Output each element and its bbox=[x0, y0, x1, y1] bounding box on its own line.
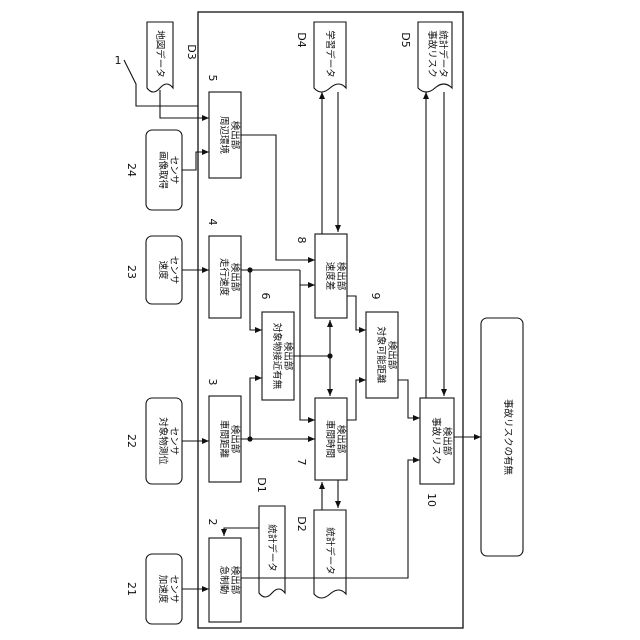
data-store-d2: 統計データ bbox=[314, 510, 346, 598]
output-label: 事故リスクの有無 bbox=[502, 399, 514, 476]
unit-2-ref: 2 bbox=[206, 519, 219, 526]
data-store-d5: 事故リスク 統計データ bbox=[418, 22, 452, 92]
unit-3-line2: 検出部 bbox=[229, 425, 241, 454]
unit-8-ref: 8 bbox=[295, 237, 308, 244]
unit-4-line1: 走行速度 bbox=[218, 258, 230, 297]
data-d4-line1: 学習データ bbox=[324, 30, 336, 78]
unit-3-distance-detector: 車間距離 検出部 bbox=[209, 396, 241, 482]
sensor-21-acceleration: 加速度 センサ bbox=[146, 554, 182, 624]
unit-9-line2: 検出部 bbox=[386, 341, 398, 370]
unit-5-line2: 検出部 bbox=[229, 121, 241, 150]
unit-3-line1: 車間距離 bbox=[218, 420, 230, 459]
unit-4-speed-detector: 走行速度 検出部 bbox=[209, 236, 241, 318]
unit-4-ref: 4 bbox=[206, 219, 219, 226]
data-store-d1: 統計データ bbox=[259, 506, 285, 597]
sensor-24-line2: センサ bbox=[168, 156, 179, 185]
unit-10-accident-risk-detector: 事故リスク 検出部 bbox=[420, 398, 454, 484]
data-d1-line1: 統計データ bbox=[266, 524, 278, 572]
sensor-24-line1: 画像取得 bbox=[157, 151, 169, 190]
sensor-23-ref: 23 bbox=[125, 265, 138, 279]
unit-10-line2: 検出部 bbox=[441, 427, 453, 456]
data-d3-ref: D3 bbox=[185, 44, 198, 59]
sensor-24-ref: 24 bbox=[125, 163, 138, 177]
unit-7-line1: 車間時間 bbox=[324, 420, 336, 458]
data-d5-line1: 事故リスク bbox=[426, 30, 438, 78]
unit-9-ref: 9 bbox=[369, 293, 382, 300]
sensor-22-ref: 22 bbox=[125, 434, 138, 448]
data-d2-ref: D2 bbox=[295, 516, 308, 531]
sensor-22-object-positioning: 対象物測位 センサ bbox=[146, 398, 182, 484]
sensor-21-line1: 加速度 bbox=[157, 575, 169, 604]
unit-5-surroundings-detector: 周辺環境 検出部 bbox=[209, 92, 241, 178]
unit-6-approach-detector: 対象物接近有無 検出部 bbox=[262, 312, 294, 400]
unit-2-line1: 急制動 bbox=[218, 566, 230, 595]
unit-9-possible-distance-detector: 対象可能距離 検出部 bbox=[366, 312, 398, 398]
data-d5-ref: D5 bbox=[399, 32, 412, 47]
unit-7-line2: 検出部 bbox=[335, 425, 347, 454]
unit-5-line1: 周辺環境 bbox=[218, 116, 230, 155]
unit-2-line2: 検出部 bbox=[229, 566, 241, 595]
sensor-22-line1: 対象物測位 bbox=[157, 417, 169, 465]
output-accident-risk-presence: 事故リスクの有無 bbox=[481, 318, 523, 556]
unit-2-sudden-braking-detector: 急制動 検出部 bbox=[209, 538, 241, 622]
unit-8-line1: 速度差 bbox=[324, 262, 336, 291]
data-store-d4: 学習データ bbox=[314, 22, 346, 92]
unit-10-ref: 10 bbox=[425, 493, 438, 507]
sensor-23-line1: 速度 bbox=[157, 260, 169, 280]
sensor-21-ref: 21 bbox=[125, 582, 138, 596]
unit-6-line2: 検出部 bbox=[282, 342, 294, 371]
sensor-23-line2: センサ bbox=[168, 256, 179, 285]
sensor-21-line2: センサ bbox=[168, 575, 179, 604]
system-ref-label: 1 bbox=[115, 54, 122, 67]
sensor-22-line2: センサ bbox=[168, 427, 179, 456]
data-d1-ref: D1 bbox=[255, 477, 268, 492]
data-d5-line2: 統計データ bbox=[437, 30, 449, 78]
sensor-24-image-acquisition: 画像取得 センサ bbox=[146, 130, 182, 210]
data-d3-line1: 地図データ bbox=[154, 30, 166, 78]
unit-6-line1: 対象物接近有無 bbox=[271, 323, 283, 390]
data-d4-ref: D4 bbox=[295, 32, 308, 47]
unit-10-line1: 事故リスク bbox=[430, 417, 442, 465]
data-store-d3: 地図データ bbox=[147, 22, 173, 92]
unit-8-speed-difference-detector: 速度差 検出部 bbox=[315, 234, 347, 318]
unit-7-time-gap-detector: 車間時間 検出部 bbox=[315, 398, 347, 480]
unit-6-ref: 6 bbox=[259, 293, 272, 300]
sensor-23-speed: 速度 センサ bbox=[146, 236, 182, 304]
unit-3-ref: 3 bbox=[206, 379, 219, 386]
unit-7-ref: 7 bbox=[295, 459, 308, 466]
unit-9-line1: 対象可能距離 bbox=[375, 326, 387, 384]
unit-8-line2: 検出部 bbox=[335, 262, 347, 291]
unit-5-ref: 5 bbox=[206, 75, 219, 82]
unit-4-line2: 検出部 bbox=[229, 263, 241, 292]
data-d2-line1: 統計データ bbox=[324, 527, 336, 575]
